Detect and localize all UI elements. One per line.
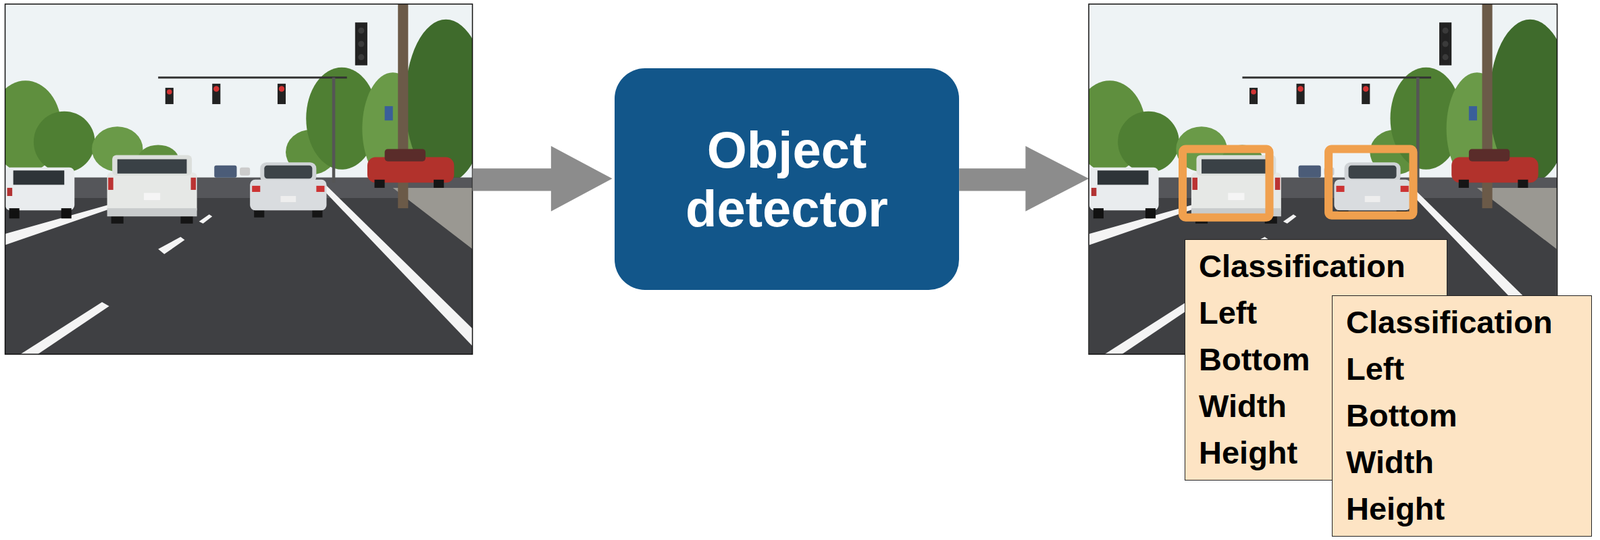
image-frame xyxy=(5,4,473,354)
flow-arrow xyxy=(959,145,1089,212)
attribute-label: Width xyxy=(1346,438,1578,485)
node-label: Object detector xyxy=(641,120,933,239)
attribute-label: Classification xyxy=(1198,242,1434,290)
process-box: Object detector xyxy=(614,68,960,290)
attribute-label: Left xyxy=(1346,345,1578,392)
attribute-label: Bottom xyxy=(1346,391,1578,439)
flow-arrow xyxy=(472,145,613,212)
attribute-label: Classification xyxy=(1346,298,1578,346)
attribute-label: Height xyxy=(1346,484,1578,532)
input-image xyxy=(0,4,487,354)
bounding-box xyxy=(1328,149,1413,216)
bounding-box xyxy=(1182,149,1270,218)
callout-box: ClassificationLeftBottomWidthHeight xyxy=(1331,295,1592,537)
